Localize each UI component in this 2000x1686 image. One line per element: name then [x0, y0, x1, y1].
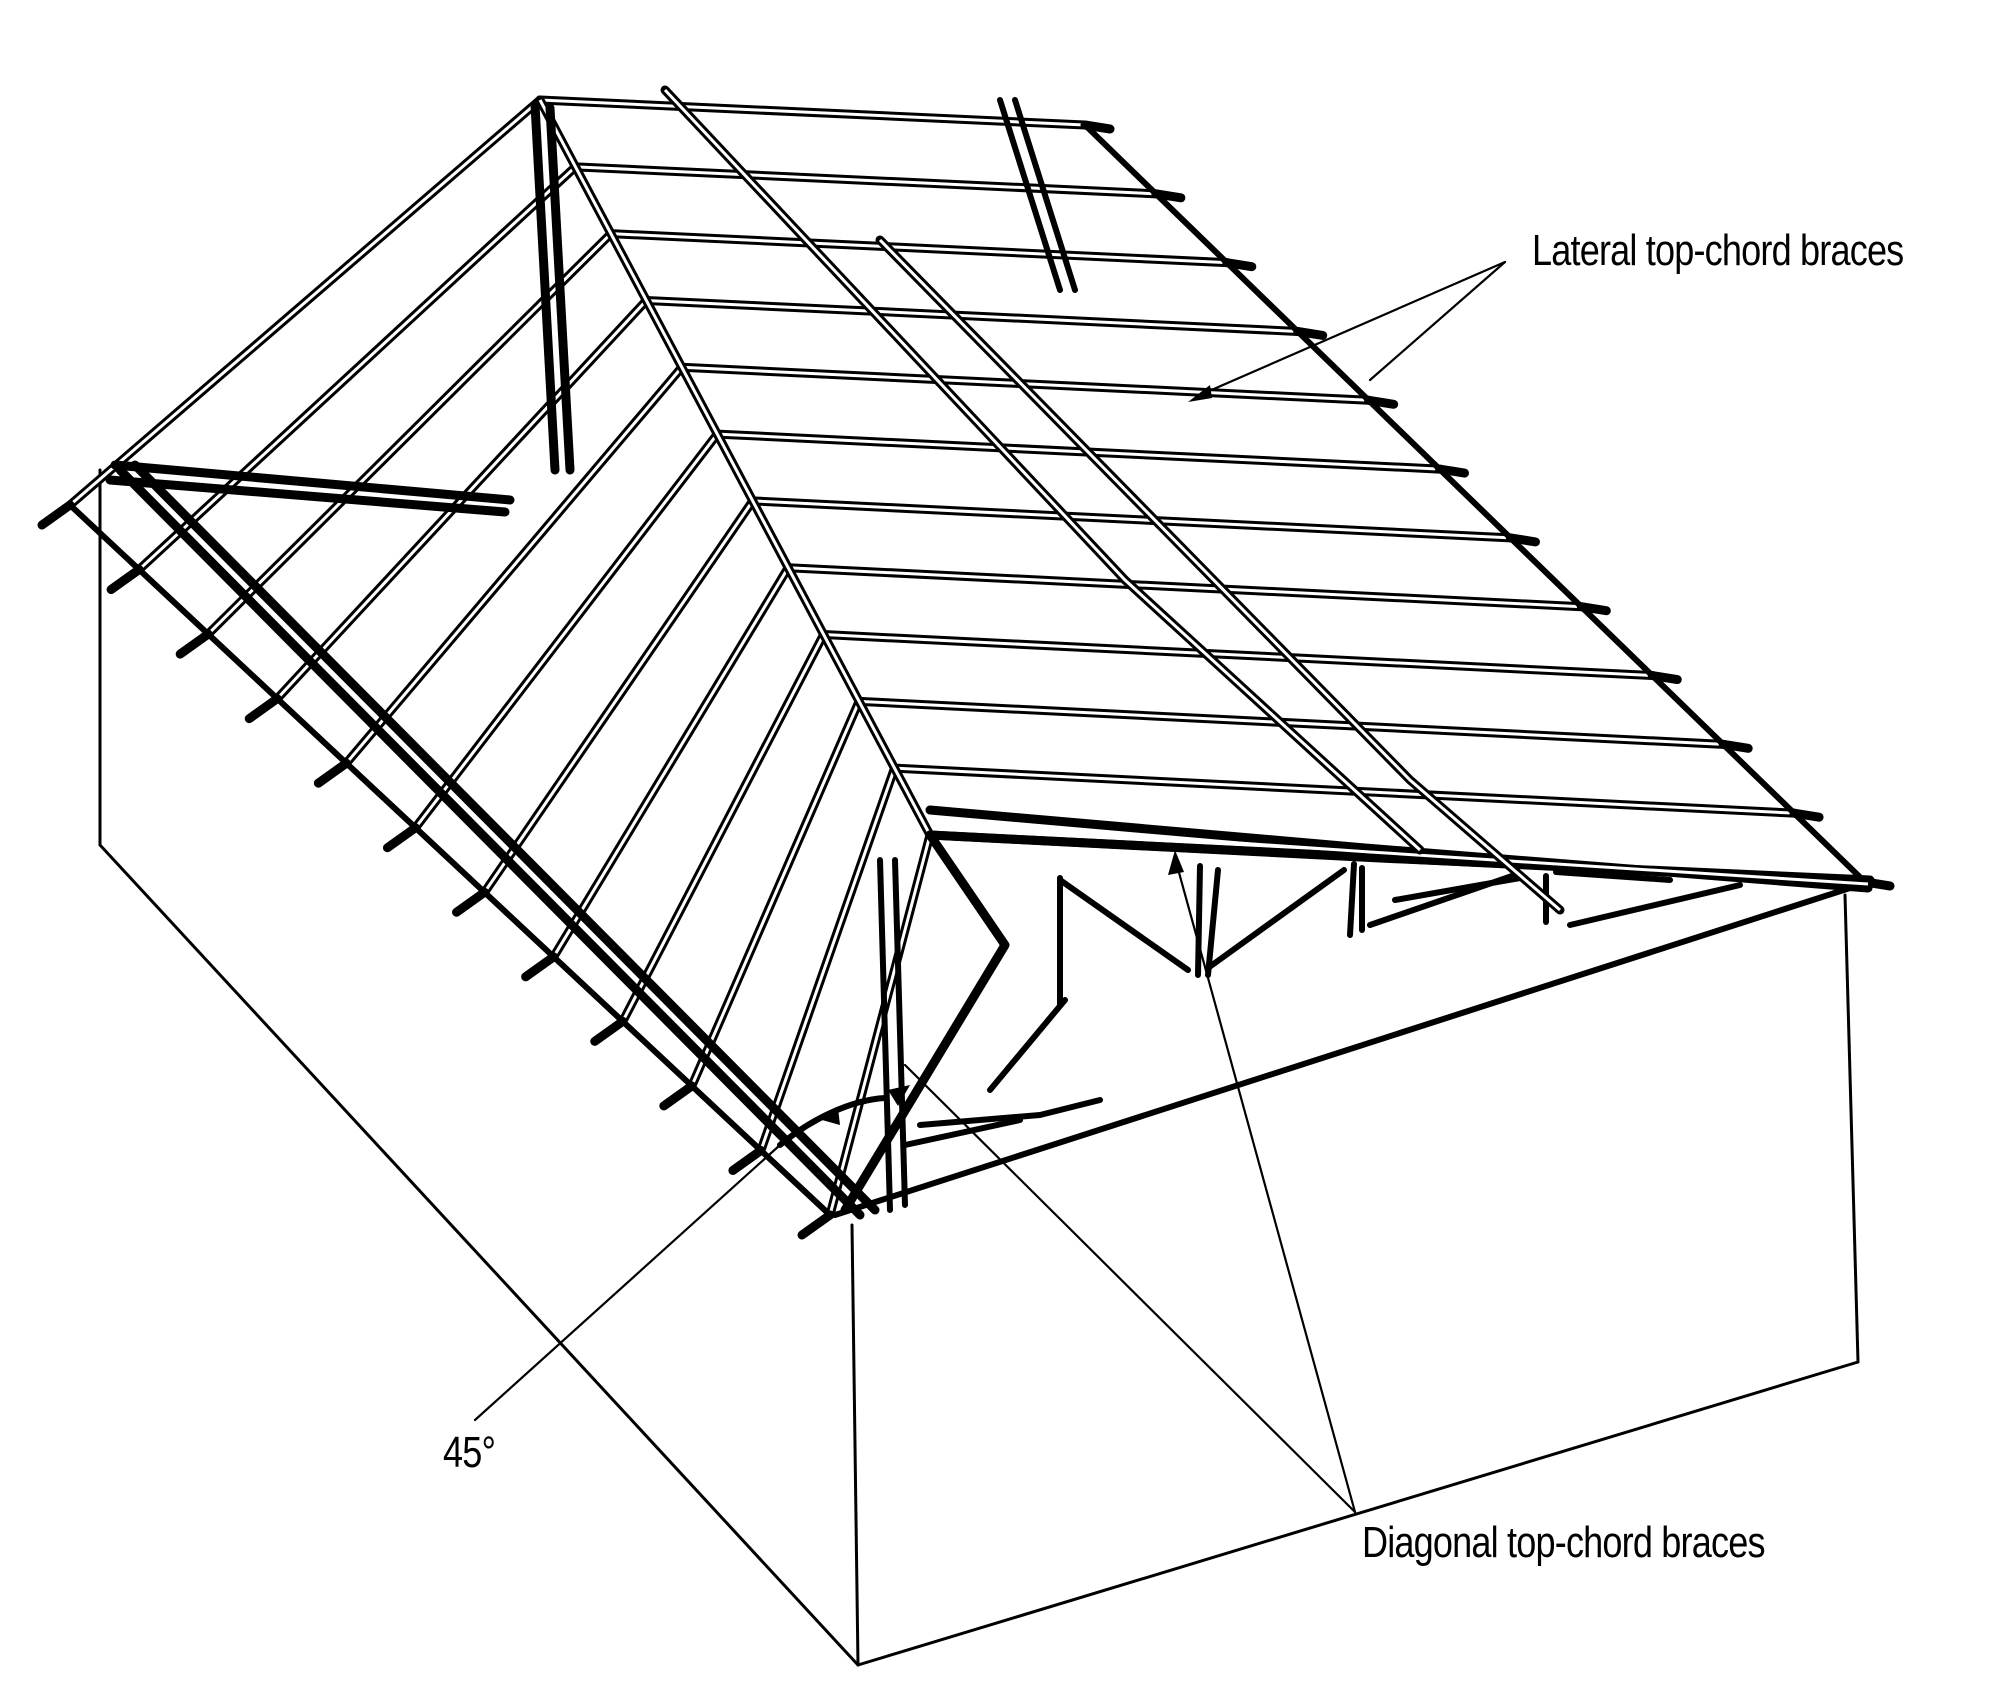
lateral-braces-label: Lateral top-chord braces — [1532, 226, 1904, 275]
rafter-tail — [37, 500, 75, 530]
angle-label: 45° — [443, 1428, 496, 1477]
rafter-tail — [106, 565, 144, 595]
rafter-tail — [659, 1081, 697, 1111]
rafter-tail — [521, 952, 559, 982]
rafter-tail — [313, 758, 351, 788]
rafter-tail — [382, 823, 420, 853]
rafter-tail — [244, 694, 282, 724]
rafter-tail — [797, 1210, 835, 1240]
callout-leaders — [473, 260, 1507, 1514]
diagonal-braces-label: Diagonal top-chord braces — [1362, 1518, 1766, 1567]
rafter-tail — [452, 887, 490, 917]
building-walls — [98, 468, 1860, 1667]
rafter-tail — [175, 629, 213, 659]
diagonal-top-chord-braces — [105, 100, 908, 1220]
front-gable-truss — [840, 805, 1875, 1215]
eave-line — [67, 502, 833, 1218]
rafter-tail — [590, 1016, 628, 1046]
eave-line — [1082, 122, 1868, 885]
rafter-tail — [728, 1145, 766, 1175]
ridge — [535, 95, 935, 840]
lateral-top-chord-braces — [660, 85, 1565, 915]
